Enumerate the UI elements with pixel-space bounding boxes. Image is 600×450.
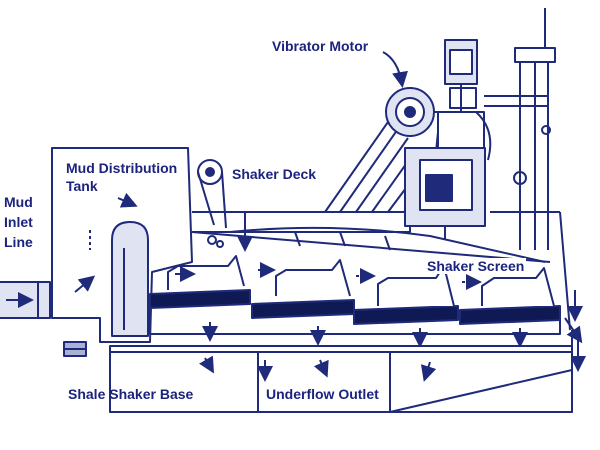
shale-shaker-base — [109, 345, 573, 413]
control-box — [404, 147, 486, 240]
screen-panel-3 — [353, 265, 459, 325]
screen-base-pan — [149, 308, 561, 348]
label-mud-inlet-line3: Line — [4, 234, 33, 250]
label-mud-distribution-tank-line2: Tank — [64, 178, 100, 194]
shaker-screen-panels — [149, 255, 561, 325]
screen-panel-2 — [251, 259, 355, 319]
vibrator-motor — [437, 8, 556, 250]
mud-inlet-pipe — [0, 281, 51, 319]
screen-panel-1 — [149, 255, 251, 309]
shaker-deck — [191, 159, 551, 263]
label-shaker-screen: Shaker Screen — [425, 258, 527, 274]
screen-panel-4 — [459, 267, 561, 325]
label-shaker-deck: Shaker Deck — [230, 166, 319, 182]
vibrator-motor-leader — [382, 51, 408, 88]
label-shale-shaker-base: Shale Shaker Base — [68, 386, 194, 402]
label-underflow-outlet: Underflow Outlet — [264, 386, 381, 402]
mud-distribution-tank — [51, 147, 193, 357]
label-vibrator-motor: Vibrator Motor — [270, 38, 371, 54]
label-mud-inlet-line1: Mud — [4, 194, 33, 210]
label-mud-distribution-tank-line1: Mud Distribution — [64, 160, 180, 176]
label-mud-inlet-line2: Inlet — [4, 214, 33, 230]
